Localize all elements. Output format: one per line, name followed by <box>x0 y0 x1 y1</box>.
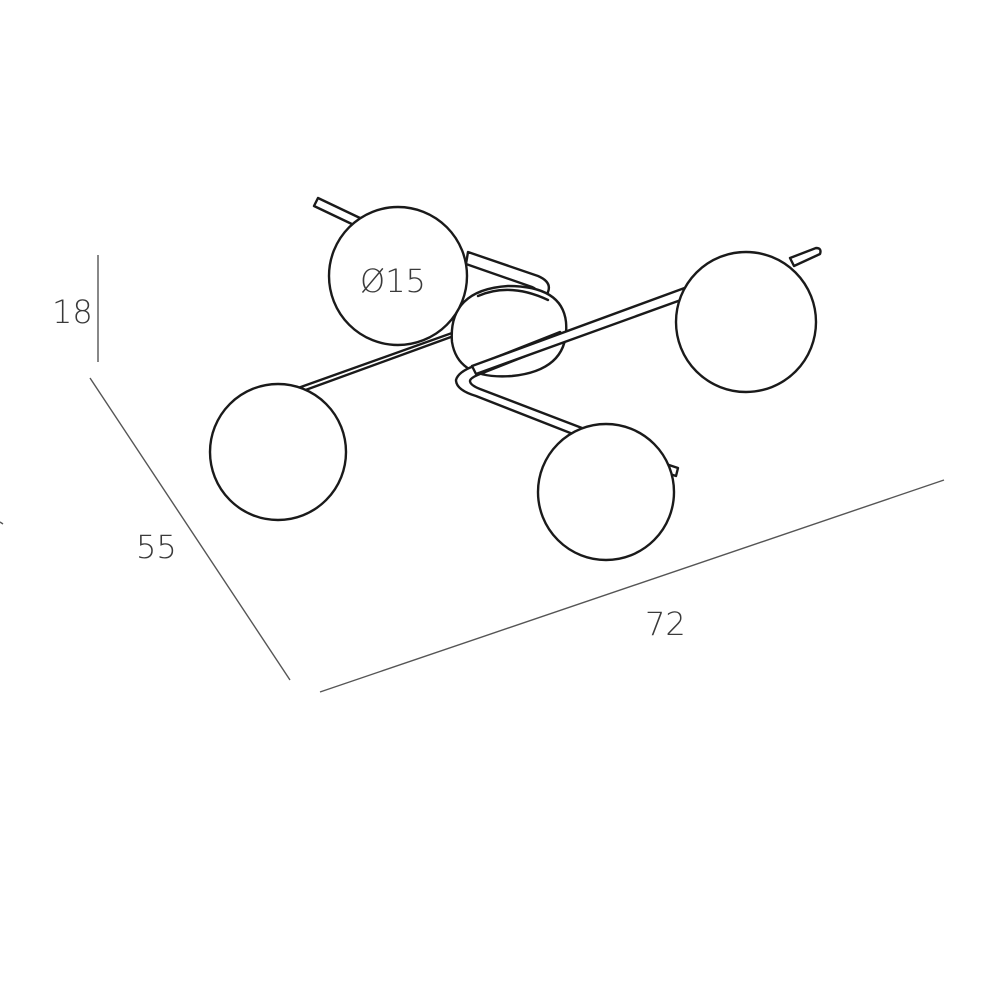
width-dimension-line <box>319 479 945 693</box>
arm-top-left <box>312 196 362 228</box>
edge-tick <box>0 521 4 525</box>
globe-right <box>674 250 818 394</box>
canopy-rim <box>476 288 550 302</box>
canopy <box>450 284 568 378</box>
globe-front <box>536 422 676 562</box>
depth-dimension-line <box>89 377 291 681</box>
globe-left <box>208 382 348 522</box>
globe-top <box>327 205 469 347</box>
height-label: 18 <box>52 293 93 331</box>
globe-diameter-label: Ø15 <box>360 262 426 300</box>
depth-label: 55 <box>136 528 177 566</box>
lamp-fixture <box>208 196 822 562</box>
width-label: 72 <box>645 605 686 643</box>
arm-right-stub <box>788 246 822 268</box>
